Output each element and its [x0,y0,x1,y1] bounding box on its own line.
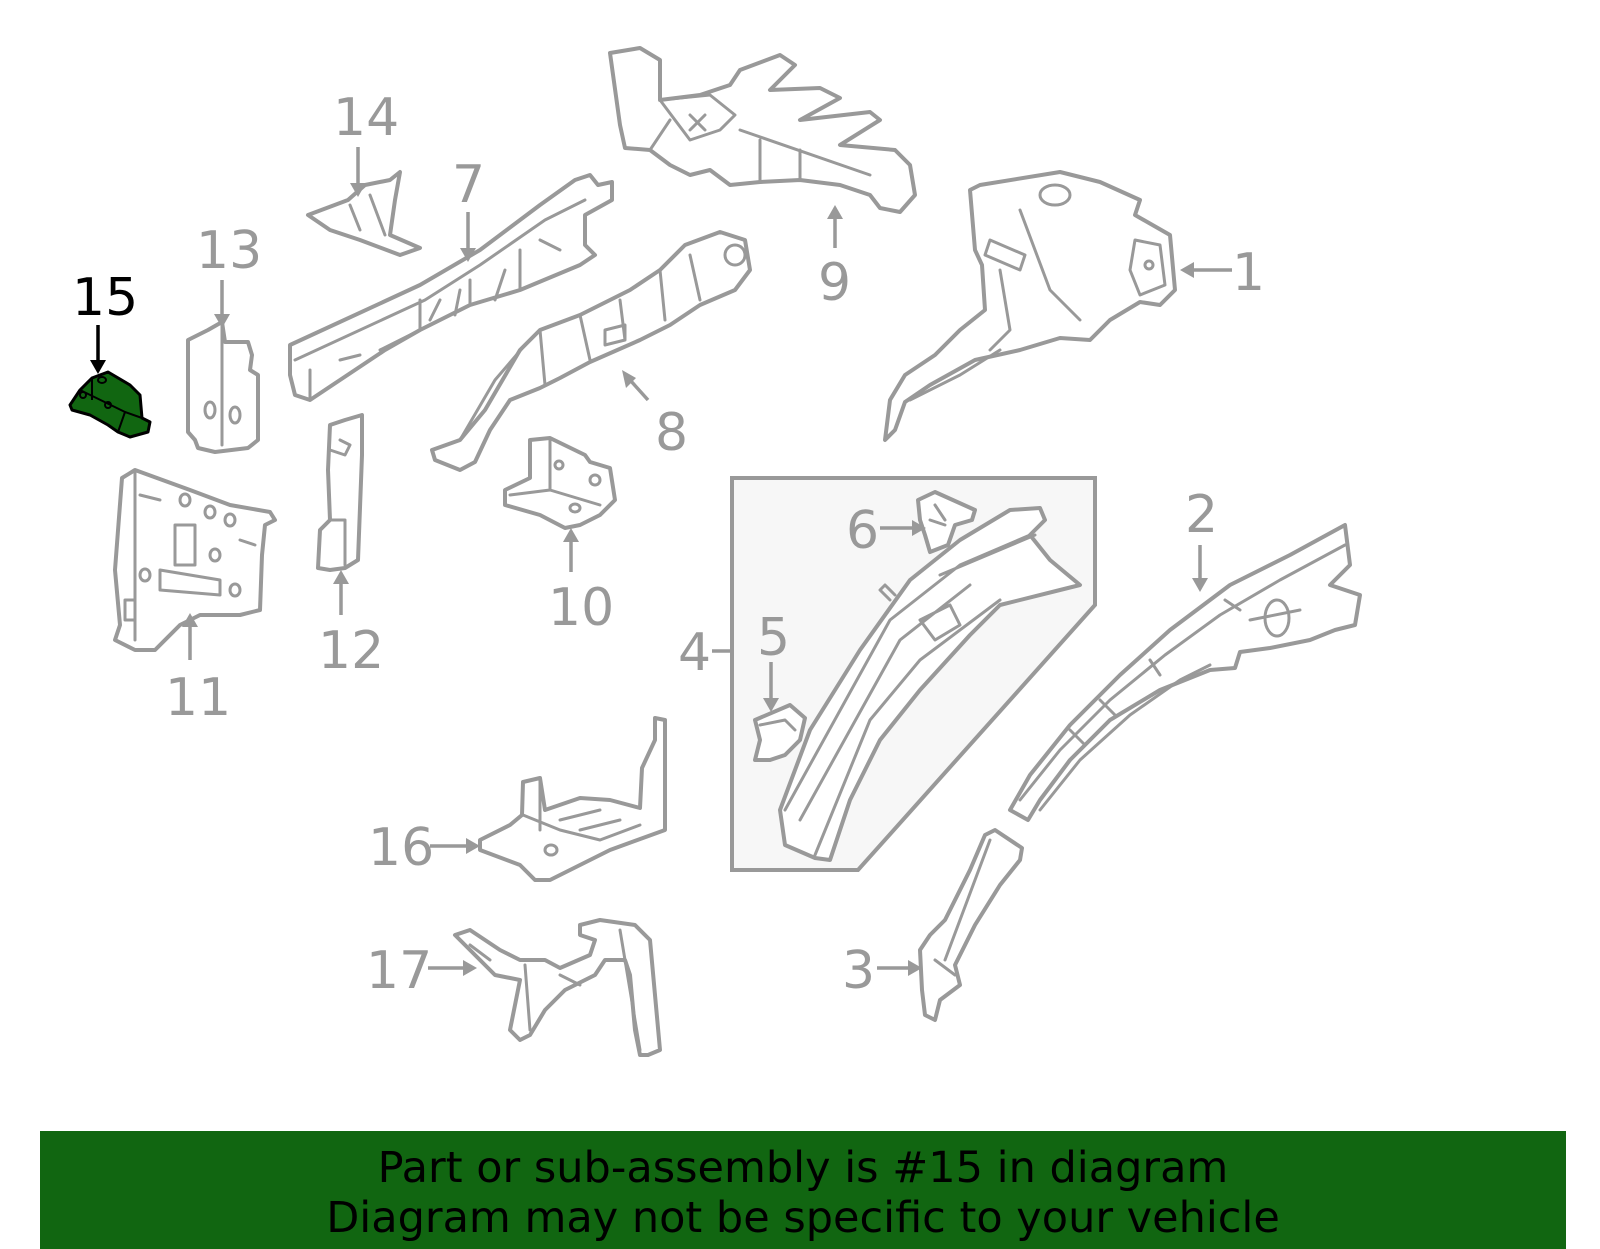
callout-2: 2 [1185,485,1218,545]
callout-15: 15 [72,268,138,328]
part-12[interactable] [316,413,364,572]
part-5[interactable] [753,703,807,762]
part-15[interactable] [68,370,152,439]
callout-6: 6 [846,501,879,561]
callout-14: 14 [333,88,399,148]
part-2[interactable] [1008,523,1362,822]
parts-diagram: 1 2 3 4 5 6 7 8 9 10 11 12 13 14 15 16 1… [68,46,1362,1057]
callout-7: 7 [452,155,485,215]
callout-11: 11 [165,668,231,728]
part-10[interactable] [503,436,617,530]
callout-3: 3 [842,941,875,1001]
part-17[interactable] [453,918,662,1057]
callout-1: 1 [1232,243,1265,303]
part-9[interactable] [608,46,917,214]
callout-arrows [90,147,1232,976]
callout-8: 8 [655,403,688,463]
callout-5: 5 [757,608,790,668]
part-4[interactable] [778,506,1082,862]
callout-9: 9 [818,253,851,313]
callout-17: 17 [366,941,432,1001]
callout-4: 4 [678,623,711,683]
part-16[interactable] [478,716,667,882]
part-3[interactable] [918,828,1024,1022]
info-banner: Part or sub-assembly is #15 in diagram D… [40,1131,1566,1249]
part-7[interactable] [288,173,614,402]
callout-16: 16 [368,818,434,878]
part-8[interactable] [430,230,752,472]
callout-12: 12 [318,621,384,681]
banner-line-2: Diagram may not be specific to your vehi… [326,1193,1280,1243]
callout-13: 13 [196,221,262,281]
part-11[interactable] [113,468,277,652]
part-1[interactable] [883,170,1177,442]
callout-10: 10 [548,578,614,638]
banner-line-1: Part or sub-assembly is #15 in diagram [377,1143,1229,1193]
part-13[interactable] [186,320,260,454]
